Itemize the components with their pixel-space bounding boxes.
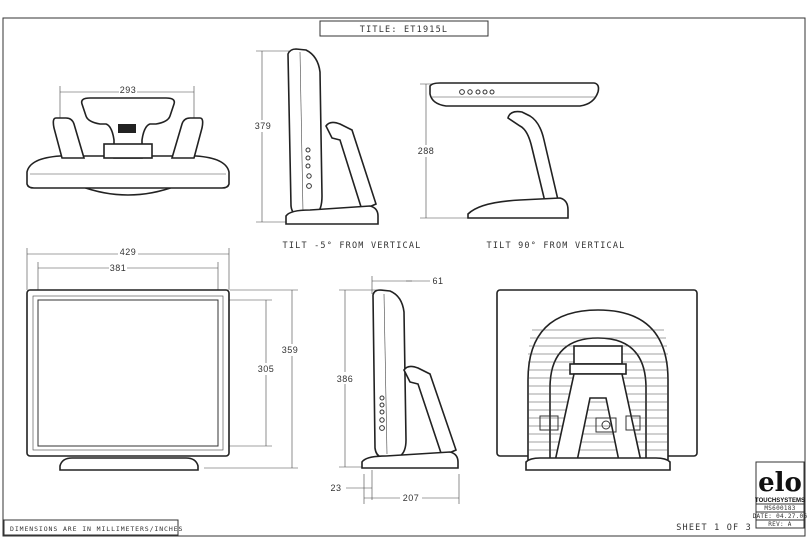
- top-view: 293: [26, 84, 230, 196]
- title-block: elo TOUCHSYSTEMS MS600183 DATE: 04.27.06…: [753, 461, 808, 529]
- tilt-minus5-caption: TILT -5° FROM VERTICAL: [283, 241, 422, 251]
- tilt-minus5-height-dim: 379: [255, 121, 272, 131]
- title-box: TITLE: ET1915L: [319, 20, 489, 37]
- units-note: DIMENSIONS ARE IN MILLIMETERS/INCHES: [3, 519, 183, 536]
- drawing-revision: REV: A: [768, 521, 792, 528]
- elo-logo: elo: [758, 468, 802, 498]
- rear-view: [496, 289, 698, 471]
- front-overall-width-dim: 429: [120, 247, 137, 257]
- tilt-90-caption: TILT 90° FROM VERTICAL: [487, 241, 626, 251]
- sheet-number: SHEET 1 OF 3: [676, 523, 752, 533]
- front-screen-height-dim: 305: [258, 364, 275, 374]
- front-screen-width-dim: 381: [110, 263, 127, 273]
- side-base-dim: 207: [403, 493, 420, 503]
- units-note-text: DIMENSIONS ARE IN MILLIMETERS/INCHES: [10, 525, 183, 533]
- side-depth-dim: 61: [432, 276, 443, 286]
- drawing-number: MS600183: [764, 505, 795, 512]
- side-view-tilt-90: 288 TILT 90° FROM VERTICAL: [416, 82, 626, 251]
- front-view: 429 381 359 305: [26, 246, 302, 471]
- drawing-border: [2, 17, 806, 537]
- title-text: TITLE: ET1915L: [360, 25, 448, 35]
- side-view: 61 386 23 207: [330, 276, 460, 504]
- front-overall-height-dim: 359: [282, 345, 299, 355]
- side-view-tilt-minus5: 379 TILT -5° FROM VERTICAL: [254, 48, 422, 251]
- side-offset-dim: 23: [330, 483, 341, 493]
- side-height-dim: 386: [337, 374, 354, 384]
- tilt-90-height-dim: 288: [418, 146, 435, 156]
- top-view-logo-plate: [118, 124, 136, 133]
- drawing-date: DATE: 04.27.06: [753, 513, 808, 520]
- elo-company: TOUCHSYSTEMS: [755, 498, 805, 504]
- top-view-width-dim: 293: [120, 85, 137, 95]
